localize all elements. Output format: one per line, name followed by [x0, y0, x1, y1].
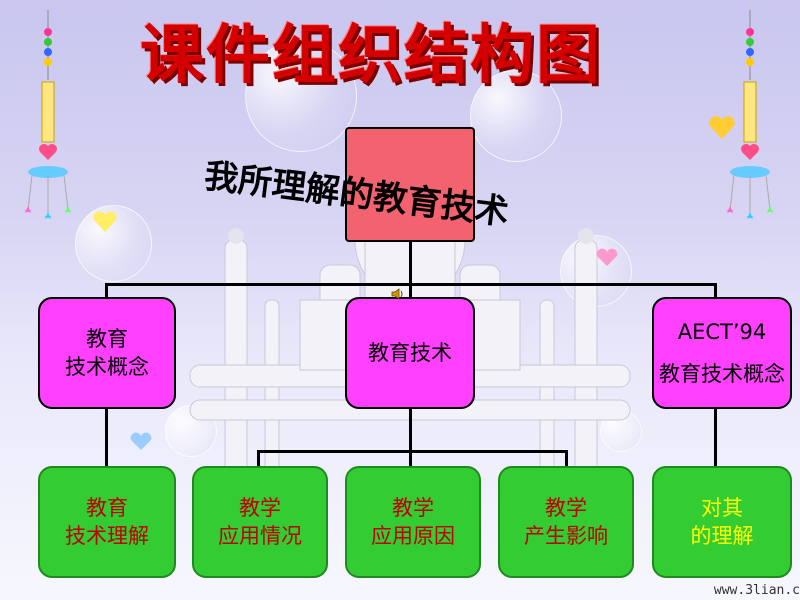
- connector-line: [565, 450, 568, 466]
- root-node[interactable]: [345, 127, 475, 242]
- connector-line: [257, 450, 260, 466]
- bubble-decoration: [245, 40, 357, 152]
- node-center[interactable]: 教育技术: [345, 297, 475, 409]
- connector-line: [105, 283, 717, 286]
- node-impact-line1: 教学: [545, 495, 587, 520]
- node-reason-line2: 应用原因: [371, 524, 455, 548]
- connector-line: [105, 283, 108, 297]
- node-understanding[interactable]: 教育 技术理解: [38, 466, 176, 578]
- connector-line: [105, 408, 108, 466]
- heart-icon: [130, 432, 152, 450]
- connector-line: [714, 283, 717, 297]
- node-aect-line2: 教育技术概念: [659, 362, 785, 386]
- node-application-line1: 教学: [239, 495, 281, 520]
- node-view[interactable]: 对其 的理解: [652, 466, 792, 578]
- node-aect[interactable]: AECT’94 教育技术概念: [652, 297, 792, 409]
- node-impact[interactable]: 教学 产生影响: [498, 466, 634, 578]
- connector-line: [409, 285, 412, 297]
- windchime-icon: [24, 10, 72, 219]
- node-concept-line2: 技术概念: [65, 355, 149, 379]
- heart-icon: [93, 211, 117, 232]
- node-impact-line2: 产生影响: [524, 524, 608, 548]
- node-understanding-line2: 技术理解: [65, 524, 149, 548]
- connector-line: [714, 408, 717, 466]
- connector-line: [257, 450, 568, 453]
- windchime-icon: [726, 10, 774, 219]
- node-application[interactable]: 教学 应用情况: [192, 466, 328, 578]
- heart-icon: [709, 116, 735, 139]
- connector-line: [409, 242, 412, 285]
- node-view-line2: 的理解: [690, 524, 754, 548]
- node-concept[interactable]: 教育 技术概念: [38, 297, 176, 409]
- node-aect-line1: AECT’94: [677, 319, 767, 344]
- node-understanding-line1: 教育: [86, 495, 128, 520]
- speaker-icon[interactable]: [391, 287, 405, 305]
- node-center-label: 教育技术: [368, 340, 452, 365]
- node-reason[interactable]: 教学 应用原因: [345, 466, 481, 578]
- heart-icon: [596, 248, 618, 266]
- node-reason-line1: 教学: [392, 495, 434, 520]
- bubble-decoration: [470, 70, 562, 162]
- node-application-line2: 应用情况: [218, 524, 302, 548]
- node-concept-line1: 教育: [86, 326, 128, 351]
- page-title: 课件组织结构图: [140, 18, 602, 93]
- website-watermark: www.3lian.c: [713, 583, 800, 598]
- connector-line: [409, 408, 412, 466]
- node-view-line1: 对其: [701, 495, 743, 520]
